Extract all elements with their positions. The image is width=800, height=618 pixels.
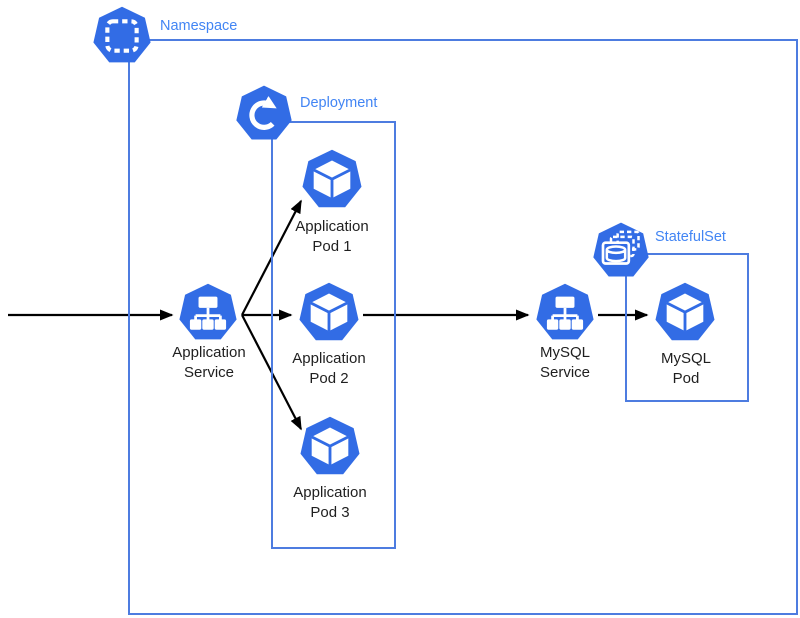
deployment-label: Deployment bbox=[300, 95, 378, 111]
pod-icon bbox=[300, 416, 360, 475]
statefulset-icon bbox=[593, 222, 649, 277]
mysql-pod-label: MySQL Pod bbox=[660, 350, 712, 387]
pod-icon bbox=[299, 282, 359, 341]
pod-icon bbox=[655, 282, 715, 341]
deployment-boundary bbox=[271, 121, 396, 549]
namespace-boundary bbox=[128, 39, 798, 615]
app-service-label: Application Service bbox=[172, 344, 246, 381]
app-pod-2-label: Application Pod 2 bbox=[292, 350, 366, 387]
app-pod-3-label: Application Pod 3 bbox=[293, 484, 367, 521]
mysql-service-label: MySQL Service bbox=[539, 344, 591, 381]
namespace-label: Namespace bbox=[160, 18, 238, 34]
statefulset-boundary bbox=[625, 253, 749, 402]
statefulset-label: StatefulSet bbox=[655, 229, 726, 245]
service-icon bbox=[536, 283, 594, 340]
pod-icon bbox=[302, 149, 362, 208]
namespace-icon bbox=[93, 6, 151, 63]
service-icon bbox=[179, 283, 237, 340]
deployment-icon bbox=[236, 85, 292, 140]
app-pod-1-label: Application Pod 1 bbox=[295, 218, 369, 255]
